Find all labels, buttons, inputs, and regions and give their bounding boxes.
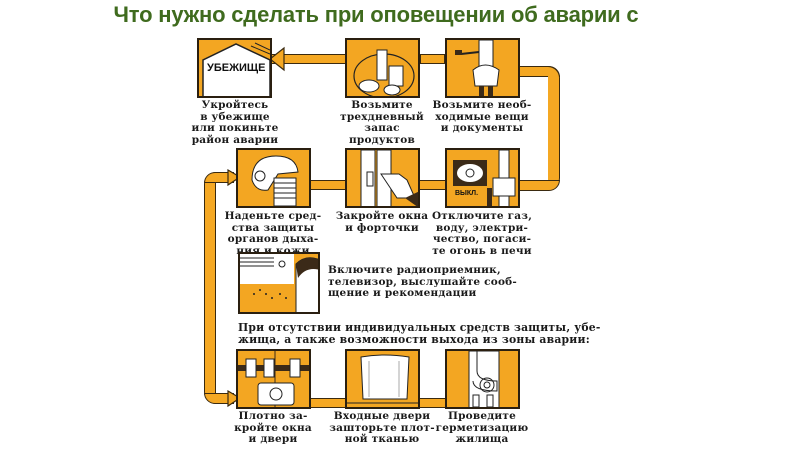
step-caption: Включите радиоприемник, телевизор, выслу… xyxy=(328,264,517,299)
step-caption: Отключите газ, воду, электри- чество, по… xyxy=(431,210,533,257)
step-protection xyxy=(236,148,311,208)
shelter-house-icon xyxy=(202,42,270,96)
step-caption: Закройте окна и форточки xyxy=(335,210,429,234)
step-seal-windows xyxy=(236,349,311,409)
step-caption: Входные двери зашторьте плот- ной тканью xyxy=(329,410,435,445)
off-label: ВЫКЛ. xyxy=(455,190,479,197)
step-caption: Проведите герметизацию жилища xyxy=(435,410,529,445)
step-hermetic xyxy=(445,349,520,409)
shelter-label: УБЕЖИЩЕ xyxy=(207,62,266,74)
step-utilities: ВЫКЛ. xyxy=(445,148,520,208)
step-radio xyxy=(238,252,320,314)
step-caption: Возьмите необ- ходимые вещи и документы xyxy=(432,99,532,134)
step-food xyxy=(345,38,420,98)
radio-listener-icon xyxy=(240,254,318,312)
arrow-right-icon xyxy=(227,168,242,187)
step-caption: Наденьте сред- ства защиты органов дыха-… xyxy=(224,210,322,257)
arrow-left-icon xyxy=(269,46,285,72)
sealing-tape-icon xyxy=(468,351,500,407)
connector-pipe xyxy=(420,54,445,64)
person-with-bag-icon xyxy=(455,40,500,96)
step-caption: Плотно за- кройте окна и двери xyxy=(234,410,312,445)
step-caption: Укройтесь в убежище или покиньте район а… xyxy=(191,99,279,146)
curtain-door-icon xyxy=(347,354,418,404)
gas-mask-icon xyxy=(251,155,299,206)
step-caption: Возьмите трехдневный запас продуктов xyxy=(340,99,424,146)
step-documents xyxy=(445,38,520,98)
step-shelter: УБЕЖИЩЕ xyxy=(197,38,272,98)
page-title: Что нужно сделать при оповещении об авар… xyxy=(113,2,639,27)
window-latch-icon xyxy=(238,351,309,407)
window-handle-icon xyxy=(360,150,418,206)
condition-note: При отсутствии индивидуальных средств за… xyxy=(238,321,601,346)
switch-off-icon xyxy=(453,150,516,206)
food-supply-bag-icon xyxy=(353,49,415,96)
step-curtain-doors xyxy=(345,349,420,409)
arrow-right-icon xyxy=(227,389,242,408)
step-windows xyxy=(345,148,420,208)
